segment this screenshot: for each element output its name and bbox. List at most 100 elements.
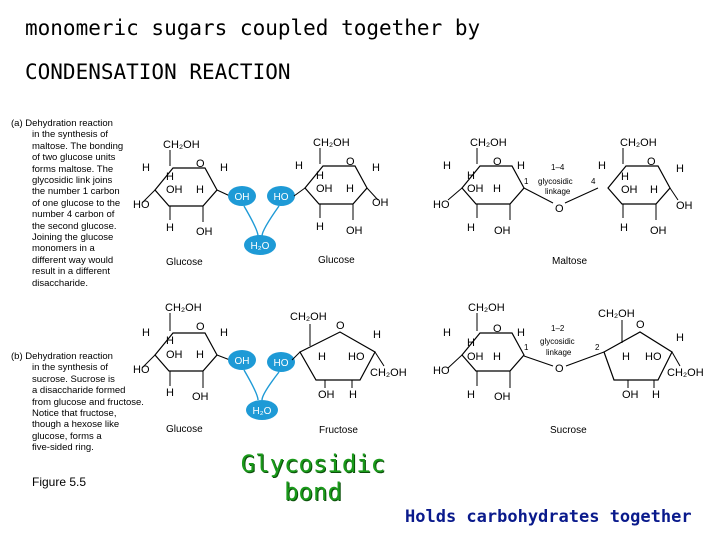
h-label: H	[349, 389, 357, 401]
glycosidic-linkage-label: linkage	[546, 348, 572, 357]
water-bubble	[244, 235, 276, 255]
holds-carbohydrates-label: Holds carbohydrates together	[405, 507, 692, 527]
h-label: H	[676, 332, 684, 344]
ring-oxygen-label: O	[196, 158, 205, 170]
ho-label: HO	[433, 199, 450, 211]
caption-b-line: five-sided ring.	[32, 442, 94, 454]
h-label: H	[517, 160, 525, 172]
oh-label: OH	[166, 184, 183, 196]
h-label: H	[166, 171, 174, 183]
oh-label: OH	[494, 391, 511, 403]
oh-bubble	[228, 350, 256, 370]
fructose-label: Fructose	[319, 425, 358, 436]
h-label: H	[467, 222, 475, 234]
h-label: H	[346, 183, 354, 195]
h-label: H	[196, 184, 204, 196]
h-label: H	[598, 160, 606, 172]
h-label: H	[652, 389, 660, 401]
oh-bubble	[228, 186, 256, 206]
oh-label: OH	[196, 226, 213, 238]
h-label: H	[166, 222, 174, 234]
oh-label: OH	[316, 183, 333, 195]
water-release-b: OH HO H₂O	[228, 350, 295, 420]
h-label: H	[196, 349, 204, 361]
h-label: H	[318, 351, 326, 363]
ch2oh-label: CH₂OH	[313, 137, 350, 149]
h-label: H	[372, 162, 380, 174]
ho-bubble	[267, 352, 295, 372]
ch2oh-label: CH₂OH	[598, 308, 635, 320]
h-label: H	[467, 337, 475, 349]
water-label: H₂O	[253, 406, 272, 417]
caption-b-line: sucrose. Sucrose is	[32, 373, 115, 385]
caption-a-line: different way would	[32, 254, 114, 266]
bond-type-label: 1–2	[551, 324, 565, 333]
caption-a-line: Joining the glucose	[32, 232, 114, 244]
h-label: H	[650, 184, 658, 196]
caption-a-line: in the synthesis of	[32, 129, 109, 141]
caption-a-line: of one glucose to the	[32, 197, 121, 209]
h-label: H	[142, 162, 150, 174]
fructose-ring: CH₂OH O H H HO CH₂OH OH H Fructose	[290, 311, 407, 436]
maltose-molecule: CH₂OH O H H H OH H HO H OH 1 4 1–4 glyco…	[433, 137, 693, 267]
slide-title-line-1: monomeric sugars coupled together by	[25, 16, 481, 40]
caption-a: (a) Dehydration reaction in the synthesi…	[11, 118, 161, 289]
bridge-oxygen-label: O	[555, 203, 564, 215]
oh-label: OH	[372, 197, 389, 209]
bond-type-label: 1–4	[551, 163, 565, 172]
ho-label: HO	[133, 364, 150, 376]
maltose-label: Maltose	[552, 256, 587, 267]
ring-oxygen-label: O	[493, 156, 502, 168]
ho-label: HO	[348, 351, 365, 363]
h-label: H	[517, 327, 525, 339]
oh-label: OH	[346, 225, 363, 237]
water-label: H₂O	[251, 241, 270, 252]
water-bubble	[246, 400, 278, 420]
oh-label: OH	[318, 389, 335, 401]
h-label: H	[316, 170, 324, 182]
oh-label: OH	[467, 351, 484, 363]
glucose-ring-a2: CH₂OH O H H H OH H OH H OH Glucose	[293, 137, 389, 266]
oh-label: OH	[622, 389, 639, 401]
caption-a-line: of two glucose units	[32, 152, 116, 164]
caption-b-line: Notice that fructose,	[32, 408, 117, 420]
glucose-ring-a1: CH₂OH O H H H OH H HO H OH Glucose	[133, 139, 231, 268]
h-label: H	[493, 351, 501, 363]
ch2oh-label: CH₂OH	[470, 137, 507, 149]
ho-label: HO	[645, 351, 662, 363]
ch2oh-label: CH₂OH	[620, 137, 657, 149]
oh-label: OH	[192, 391, 209, 403]
oh-bubble-label: OH	[235, 192, 250, 203]
ring-oxygen-label: O	[196, 321, 205, 333]
h-label: H	[467, 170, 475, 182]
caption-b-line: from glucose and fructose.	[32, 396, 144, 408]
caption-a-line: (a) Dehydration reaction	[11, 118, 113, 129]
ho-bubble-label: HO	[274, 192, 289, 203]
caption-a-line: glycosidic link joins	[32, 175, 113, 187]
ho-label: HO	[433, 365, 450, 377]
caption-b-line: in the synthesis of	[32, 362, 109, 374]
ho-bubble-label: HO	[274, 358, 289, 369]
oh-label: OH	[676, 200, 693, 212]
sucrose-molecule: CH₂OH O H H H OH H HO H OH 1 2 1–2 glyco…	[433, 302, 704, 436]
glucose-label: Glucose	[166, 424, 203, 435]
h-label: H	[622, 351, 630, 363]
caption-b: (b) Dehydration reaction in the synthesi…	[11, 351, 161, 454]
glycosidic-linkage-label: linkage	[545, 187, 571, 196]
caption-a-line: the number 1 carbon	[32, 186, 120, 198]
ring-oxygen-label: O	[336, 320, 345, 332]
oh-label: OH	[467, 183, 484, 195]
ring-oxygen-label: O	[346, 156, 355, 168]
glucose-ring-b1: CH₂OH O H H H OH H HO H OH Glucose	[133, 302, 231, 435]
ho-label: HO	[133, 199, 150, 211]
oh-label: OH	[166, 349, 183, 361]
glucose-label: Glucose	[166, 257, 203, 268]
h-label: H	[142, 327, 150, 339]
ch2oh-label: CH₂OH	[290, 311, 327, 323]
ring-oxygen-label: O	[493, 323, 502, 335]
glycosidic-linkage-label: glycosidic	[540, 337, 575, 346]
h-label: H	[166, 387, 174, 399]
ch2oh-label: CH₂OH	[165, 302, 202, 314]
caption-b-line: though a hexose like	[32, 419, 120, 431]
